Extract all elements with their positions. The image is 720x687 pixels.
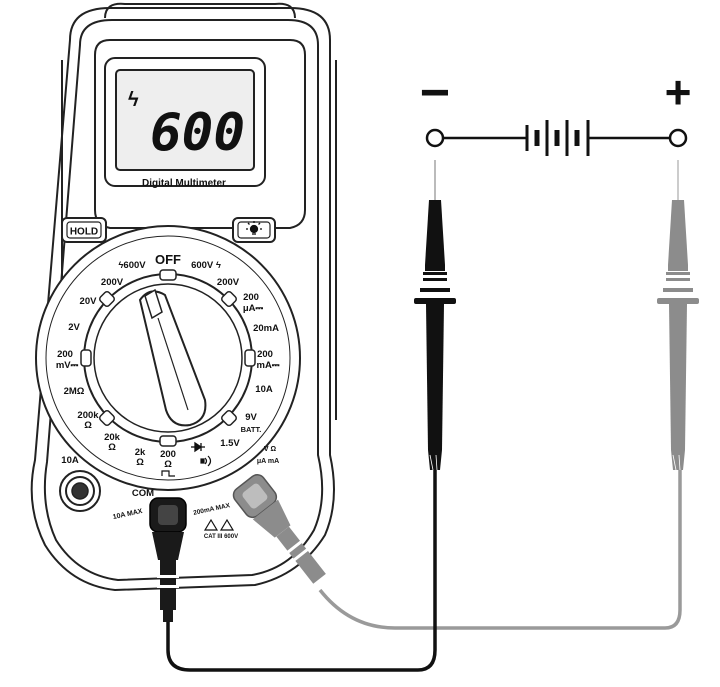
dial-ohm-20k-b: Ω [108,442,116,453]
black-lead-wire [166,470,437,672]
dial-mv-200-b: mV⎓ [56,360,79,371]
red-lead-wire [318,470,682,630]
battery-symbol [525,120,590,156]
lcd-warning-symbol: ϟ [128,89,139,111]
jack-label-cat: CAT III 600V [204,534,238,540]
lcd-screen [115,69,255,171]
dial-knob-inner [93,283,243,433]
meter-boot-outer [30,7,335,592]
jack-label-ma-max: 200mA MAX [193,502,232,517]
dial-batt-15v: 1.5V [220,438,240,449]
dial-acv-600: ϟ600V [118,260,146,271]
dial-ohm-2k-b: Ω [136,457,144,468]
multimeter-body [30,2,337,592]
dial-dcv-600: 600V ϟ [191,260,221,271]
hold-label: HOLD [70,227,98,238]
dial-ohm-200k-b: Ω [84,420,92,431]
continuity-icon [200,455,212,467]
lcd-reading: 600 [150,103,245,163]
negative-terminal[interactable] [425,128,445,148]
dial-dcv-20: 20V [80,296,98,307]
dial-off: OFF [155,252,181,267]
jack-10a[interactable] [59,470,101,512]
dial-a-10: 10A [255,384,273,395]
v-ohm-plug[interactable] [230,472,333,590]
lightbulb-icon [246,221,262,235]
dial-knob-notches [80,269,256,447]
black-probe[interactable] [414,160,456,471]
jack-label-10a: 10A [61,455,79,466]
dial-batt-9v-b: BATT. [241,425,262,434]
dial-labels: OFF ϟ600V 600V ϟ 200V 200V 20V 200 μA⎓ 2… [56,252,280,477]
meter-top-grip [104,2,296,19]
dial-ua-200-a: 200 [243,292,259,303]
red-probe[interactable] [657,160,699,471]
plus-sign: + [665,66,692,118]
jack-label-com: COM [132,488,154,499]
minus-sign: − [420,64,450,122]
hold-button[interactable]: HOLD [61,217,107,243]
dial-ohm-200-b: Ω [164,459,172,470]
jack-label-uama: μA mA [257,458,279,465]
dial-mv-200-a: 200 [57,349,73,360]
dial-ohm-2k-a: 2k [135,447,146,458]
positive-terminal[interactable] [668,128,688,148]
jack-label-10a-max: 10A MAX [112,508,143,521]
rotary-dial[interactable] [35,225,301,491]
meter-boot-inner [43,19,324,582]
com-plug[interactable] [149,497,187,622]
dial-ohm-200k-a: 200k [77,410,99,421]
backlight-button[interactable] [232,217,276,243]
lcd-display: ϟ 600 Digital Multimeter [104,57,266,189]
dial-pointer-ridge [157,317,189,411]
dial-scale-ring [45,235,291,481]
diode-icon [191,441,205,453]
warning-triangle-icon [203,518,235,531]
dial-ohm-200-a: 200 [160,449,176,460]
dial-ohm-2m: 2MΩ [64,386,85,397]
dial-ohm-20k-a: 20k [104,432,121,443]
model-label: Digital Multimeter [142,178,226,189]
dial-dcv-200: 200V [217,277,240,288]
dial-acv-200: 200V [101,277,124,288]
dial-ua-200-b: μA⎓ [243,303,264,314]
dial-ma-20: 20mA [253,323,279,334]
dial-ma-200-a: 200 [257,349,273,360]
dial-ma-200-b: mA⎓ [257,360,280,371]
battery-circuit [425,120,688,156]
jack-label-vohm: V Ω [264,446,277,453]
squarewave-icon [161,470,175,477]
dial-batt-9v-a: 9V [245,412,257,423]
dial-pointer-tip [144,288,163,320]
dial-dcv-2: 2V [68,322,80,333]
